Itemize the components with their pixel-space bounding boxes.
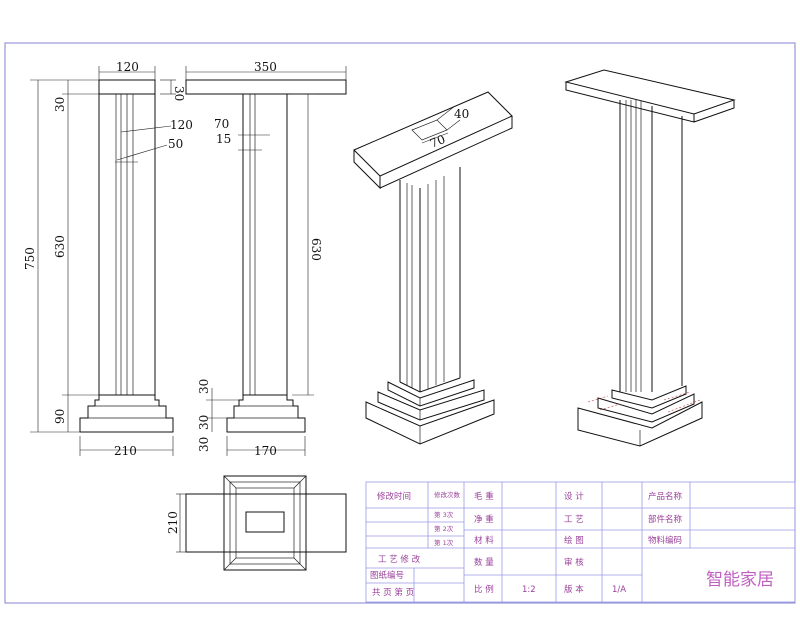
dim-front-shaft: 630 xyxy=(53,235,67,258)
tb-rev-1: 第 1次 xyxy=(434,538,454,547)
tb-review: 审 核 xyxy=(564,557,584,568)
tb-version: 版 本 xyxy=(564,584,584,595)
side-dimensions: 350 70 15 630 30 30 30 170 xyxy=(185,60,347,458)
tb-quantity: 数 量 xyxy=(474,557,494,568)
tb-drawing-no: 图纸编号 xyxy=(370,570,404,581)
tb-rev-2: 第 2次 xyxy=(434,524,454,533)
tb-version-value: 1/A xyxy=(612,585,626,595)
tb-rev-3: 第 3次 xyxy=(434,510,454,519)
tb-brand: 智能家居 xyxy=(706,570,774,590)
dim-iso-slot-40: 40 xyxy=(454,107,469,121)
dim-front-cap: 30 xyxy=(53,97,67,112)
isometric-view-front: 40 70 xyxy=(353,91,513,445)
dim-front-base: 90 xyxy=(53,409,67,424)
tb-rough-weight: 毛 重 xyxy=(474,491,494,502)
tb-material: 材 料 xyxy=(474,535,494,546)
tb-sheets: 共 页 第 页 xyxy=(372,587,414,598)
sheet-frame xyxy=(4,42,796,604)
tb-design: 设 计 xyxy=(564,491,584,502)
tb-scale-value: 1:2 xyxy=(522,585,536,595)
tb-material-code: 物料编码 xyxy=(648,535,682,546)
dim-front-top-width: 120 xyxy=(116,60,139,74)
front-view xyxy=(79,79,174,433)
dim-front-height: 750 xyxy=(23,247,37,270)
dim-side-base-c: 30 xyxy=(197,437,211,452)
tb-drawing: 绘 图 xyxy=(564,535,584,546)
plan-view: 210 xyxy=(166,475,347,571)
tb-process-revision: 工 艺 修 改 xyxy=(378,554,421,565)
dim-side-base-width: 170 xyxy=(254,444,277,458)
title-block: 修改时间 修改次数 第 3次 第 2次 第 1次 工 艺 修 改 图纸编号 共 … xyxy=(365,481,796,603)
tb-part-name: 部件名称 xyxy=(648,514,683,525)
dim-front-flute-2: 50 xyxy=(168,137,183,151)
side-view xyxy=(185,79,347,433)
dim-side-top-width: 350 xyxy=(254,60,277,74)
tb-scale: 比 例 xyxy=(474,584,494,595)
tb-net-weight: 净 重 xyxy=(474,514,494,525)
tb-revision-count: 修改次数 xyxy=(434,490,461,499)
tb-revision-time: 修改时间 xyxy=(377,491,411,502)
dim-top-thickness: 30 xyxy=(172,86,186,101)
dim-side-base-a: 30 xyxy=(197,379,211,394)
dim-iso-slot-70: 70 xyxy=(428,132,447,151)
dim-front-flute-1: 120 xyxy=(170,118,193,132)
isometric-view-rear xyxy=(564,69,736,447)
tb-product-name: 产品名称 xyxy=(648,491,683,502)
dim-plan-depth: 210 xyxy=(166,511,180,534)
dim-side-shaft: 630 xyxy=(309,238,323,261)
dim-side-base-b: 30 xyxy=(197,415,211,430)
dim-side-flute-2: 15 xyxy=(216,132,231,146)
dim-front-base-width: 210 xyxy=(114,444,137,458)
dim-side-flute-1: 70 xyxy=(214,117,229,131)
front-dimensions: 120 30 750 30 630 90 120 50 210 xyxy=(23,60,193,458)
tb-process: 工 艺 xyxy=(564,515,584,525)
